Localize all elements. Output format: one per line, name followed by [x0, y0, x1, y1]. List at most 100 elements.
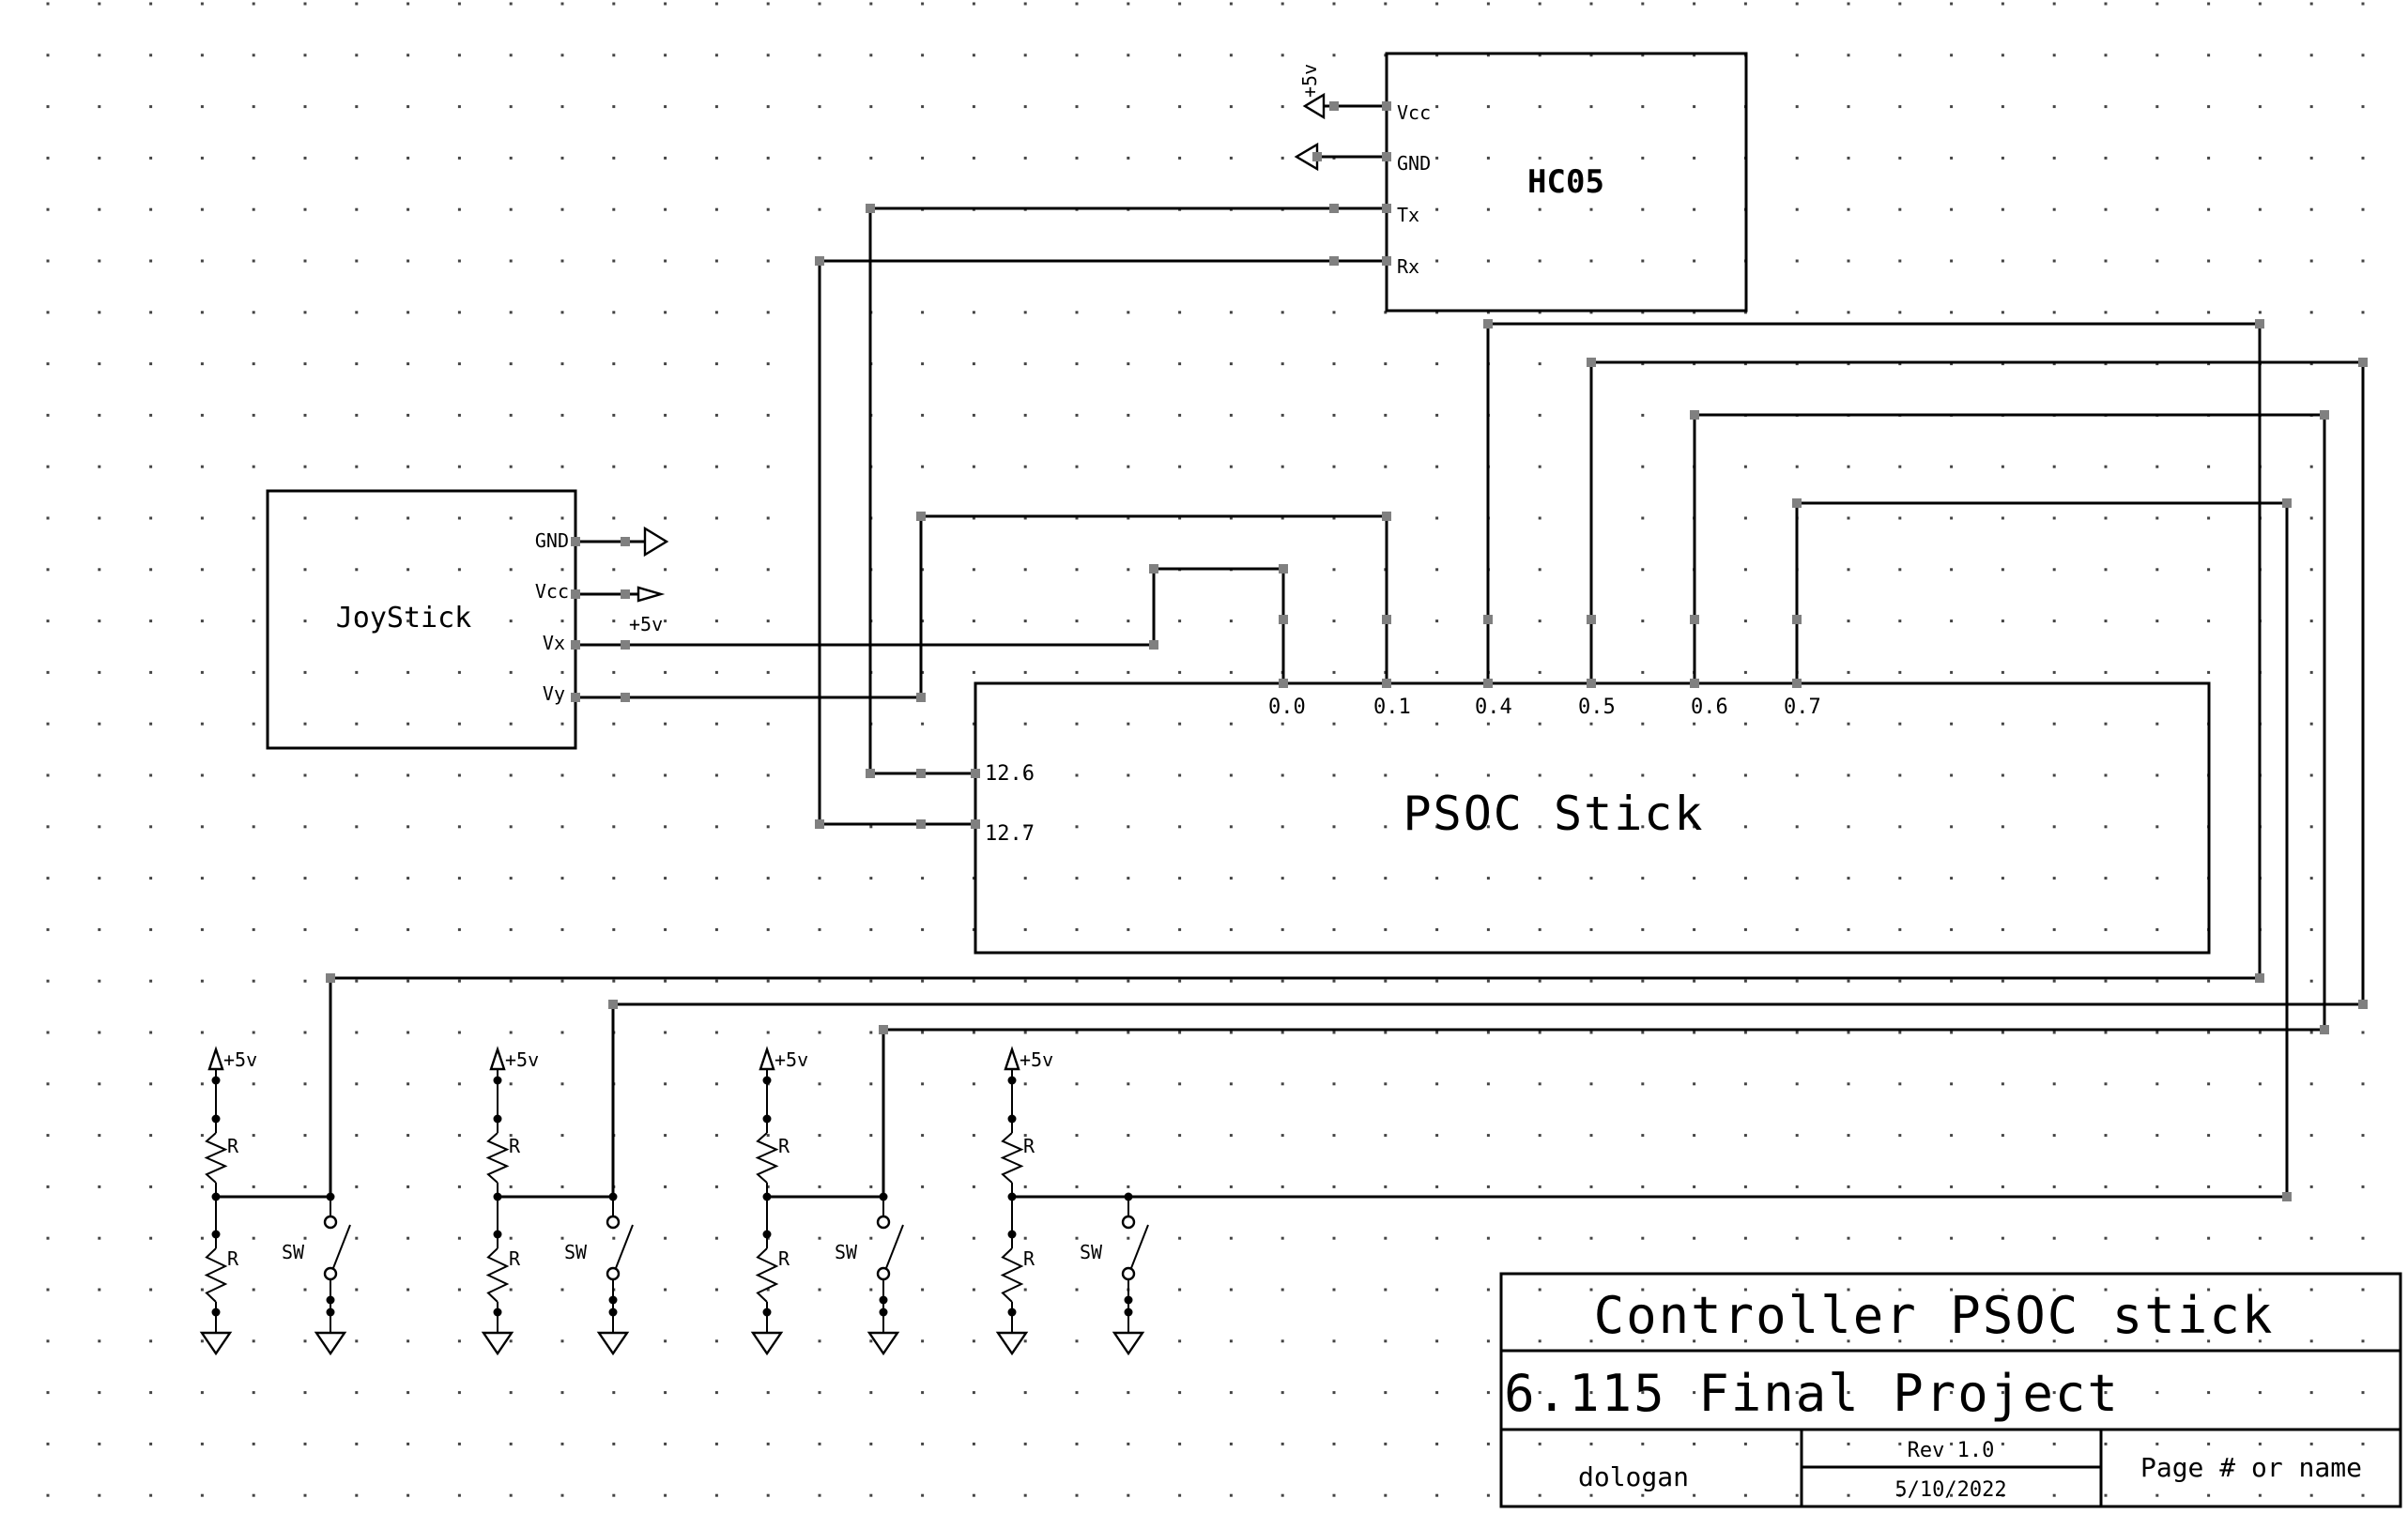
- hc05-body[interactable]: [1385, 52, 1748, 313]
- grid-dot: [98, 362, 101, 366]
- wire-rx-to-12-7[interactable]: [818, 259, 1387, 826]
- grid-dot: [149, 877, 153, 880]
- grid-dot: [1693, 207, 1696, 211]
- grid-dot: [2052, 1391, 2056, 1395]
- switch-icon[interactable]: [615, 1224, 634, 1269]
- grid-dot: [355, 1082, 359, 1086]
- grid-dot: [1384, 1288, 1388, 1292]
- grid-dot: [612, 568, 616, 572]
- wire-vx-to-0-0[interactable]: [575, 567, 1285, 683]
- grid-dot: [560, 979, 564, 983]
- supply-label: +5v: [1020, 1048, 1053, 1071]
- grid-dot: [2104, 1493, 2108, 1497]
- grid-dot: [1229, 465, 1233, 468]
- wire-junction: [916, 512, 926, 521]
- grid-dot: [200, 927, 204, 931]
- grid-dot: [149, 465, 153, 468]
- grid-dot: [1538, 568, 1541, 572]
- grid-dot: [1435, 465, 1439, 468]
- wire-0-6-to-sw3[interactable]: [882, 413, 2326, 1197]
- psoc-top-pin-label: 0.0: [1268, 696, 1306, 719]
- grid-dot: [921, 1391, 925, 1395]
- grid-dot: [46, 927, 50, 931]
- grid-dot: [1435, 259, 1439, 263]
- wire-junction: [2255, 319, 2264, 329]
- grid-dot: [1898, 54, 1902, 57]
- grid-dot: [1693, 2, 1696, 6]
- grid-dot: [2001, 1185, 2004, 1188]
- grid-dot: [1229, 1493, 1233, 1497]
- grid-dot: [766, 1493, 770, 1497]
- grid-dot: [1178, 979, 1182, 983]
- grid-dot: [303, 1185, 307, 1188]
- grid-dot: [1435, 362, 1439, 366]
- grid-dot: [1898, 1391, 1902, 1395]
- grid-dot: [1795, 1442, 1799, 1445]
- grid-dot: [612, 1236, 616, 1240]
- grid-dot: [766, 54, 770, 57]
- grid-dot: [1538, 927, 1541, 931]
- grid-dot: [1743, 1031, 1747, 1034]
- grid-dot: [2052, 568, 2056, 572]
- connection-dot: [762, 1308, 772, 1317]
- switch-icon[interactable]: [332, 1224, 351, 1269]
- hc05-module[interactable]: HC05 Vcc GND Tx Rx +5v: [1294, 52, 1748, 313]
- grid-dot: [355, 54, 359, 57]
- grid-dot: [457, 1236, 461, 1240]
- wire-junction: [621, 693, 630, 702]
- grid-dot: [457, 722, 461, 726]
- grid-dot: [457, 877, 461, 880]
- ground-icon: [314, 1331, 347, 1356]
- grid-dot: [664, 619, 667, 623]
- wire-0-4-to-sw1[interactable]: [329, 322, 2262, 1197]
- grid-dot: [1486, 207, 1490, 211]
- grid-dot: [1023, 568, 1027, 572]
- grid-dot: [1950, 979, 1954, 983]
- grid-dot: [2052, 670, 2056, 674]
- grid-dot: [2207, 1391, 2211, 1395]
- grid-dot: [2207, 1236, 2211, 1240]
- switch-icon[interactable]: [1130, 1224, 1149, 1269]
- grid-dot: [46, 722, 50, 726]
- wire-vy-to-0-1[interactable]: [575, 514, 1388, 699]
- grid-dot: [1795, 465, 1799, 468]
- grid-dot: [2104, 1442, 2108, 1445]
- wire-0-7-to-sw4[interactable]: [1012, 501, 2289, 1199]
- grid-dot: [149, 362, 153, 366]
- grid-dot: [1384, 465, 1388, 468]
- grid-dot: [1486, 1493, 1490, 1497]
- grid-dot: [2361, 1082, 2365, 1086]
- grid-dot: [303, 311, 307, 314]
- grid-dot: [355, 619, 359, 623]
- grid-dot: [2258, 1288, 2262, 1292]
- wire-0-5-to-sw2[interactable]: [611, 360, 2365, 1197]
- grid-dot: [406, 979, 410, 983]
- wire-tx-to-12-6[interactable]: [868, 206, 1387, 775]
- grid-dot: [612, 1391, 616, 1395]
- grid-dot: [303, 1031, 307, 1034]
- grid-dot: [457, 105, 461, 109]
- grid-dot: [1898, 927, 1902, 931]
- grid-dot: [1384, 1339, 1388, 1343]
- grid-dot: [1898, 156, 1902, 160]
- grid-dot: [1178, 619, 1182, 623]
- power-supply-icon: [207, 1046, 224, 1071]
- grid-dot: [457, 259, 461, 263]
- joystick-body[interactable]: [266, 489, 577, 750]
- grid-dot: [2001, 979, 2004, 983]
- grid-dot: [2104, 1339, 2108, 1343]
- grid-dot: [560, 207, 564, 211]
- grid-dot: [457, 2, 461, 6]
- grid-dot: [1693, 927, 1696, 931]
- switch-contact: [323, 1266, 338, 1281]
- grid-dot: [46, 2, 50, 6]
- grid-dot: [252, 979, 255, 983]
- grid-dot: [1023, 773, 1027, 777]
- grid-dot: [303, 362, 307, 366]
- grid-dot: [714, 413, 718, 417]
- switch-icon[interactable]: [885, 1224, 904, 1269]
- grid-dot: [1229, 105, 1233, 109]
- grid-dot: [612, 670, 616, 674]
- joystick-module[interactable]: JoyStick GND Vcc Vx Vy +5v: [266, 489, 669, 750]
